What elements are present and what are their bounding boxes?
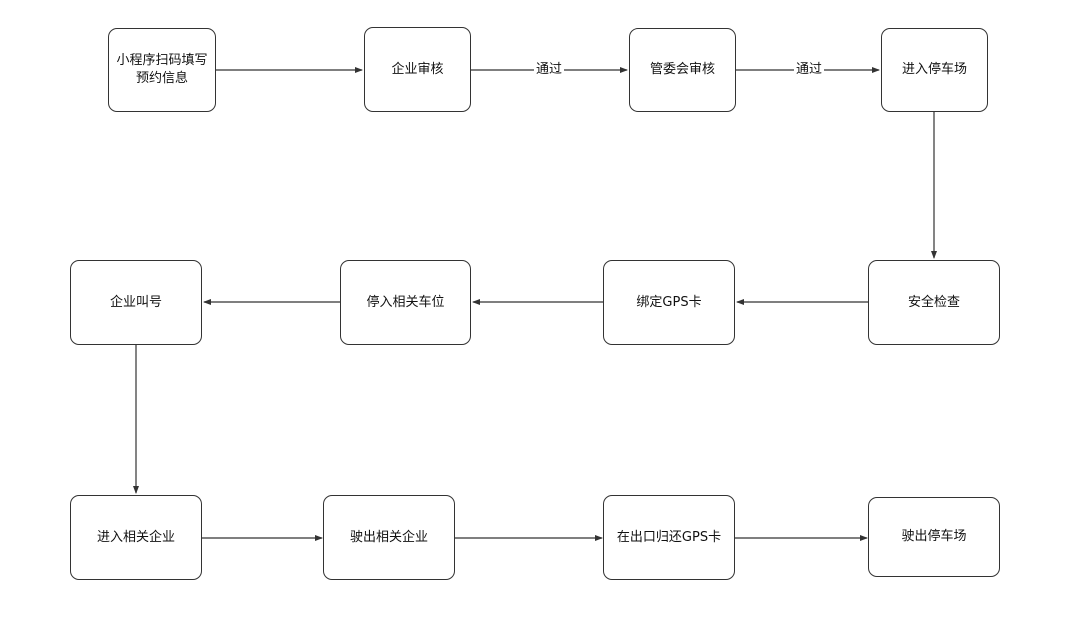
node-company-review: 企业审核 xyxy=(364,27,471,112)
node-safety-check: 安全检查 xyxy=(868,260,1000,345)
node-bind-gps: 绑定GPS卡 xyxy=(603,260,735,345)
node-company-call: 企业叫号 xyxy=(70,260,202,345)
node-exit-parking: 驶出停车场 xyxy=(868,497,1000,577)
node-return-gps: 在出口归还GPS卡 xyxy=(603,495,735,580)
node-exit-company: 驶出相关企业 xyxy=(323,495,455,580)
node-park-spot: 停入相关车位 xyxy=(340,260,471,345)
node-committee-review: 管委会审核 xyxy=(629,28,736,112)
node-enter-parking: 进入停车场 xyxy=(881,28,988,112)
node-reservation: 小程序扫码填写 预约信息 xyxy=(108,28,216,112)
node-enter-company: 进入相关企业 xyxy=(70,495,202,580)
edge-label-pass-2: 通过 xyxy=(793,62,825,78)
edge-label-pass-1: 通过 xyxy=(533,62,565,78)
